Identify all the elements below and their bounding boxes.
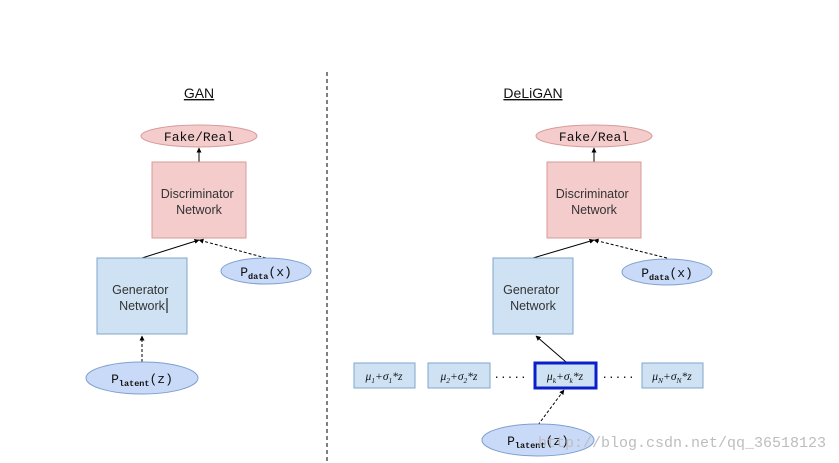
- gan-panel: GAN Fake/Real Discriminator Network Gene…: [85, 85, 312, 395]
- deligan-generator-label: Generator Network: [503, 283, 563, 313]
- deligan-p-latent-node: [481, 423, 595, 457]
- gan-generator-box: [96, 257, 188, 335]
- deligan-gen-to-disc-arrow: [532, 238, 595, 259]
- gan-p-latent-node: [85, 361, 199, 395]
- mixture-component-2-label: μ2+σ2*z: [440, 371, 478, 385]
- gan-title: GAN: [184, 85, 214, 101]
- mixture-component-k-label: μk+σk*z: [546, 371, 584, 385]
- gan-gen-to-disc-arrow: [141, 238, 200, 259]
- mixture-component-1: [353, 362, 416, 389]
- ellipsis-left: ·····: [494, 368, 527, 384]
- deligan-generator-box: [492, 257, 574, 335]
- gan-p-data-label: Pdata(x): [240, 265, 292, 282]
- mixture-component-N-label: μN+σN*z: [651, 371, 692, 385]
- mixture-component-1-label: μ1+σ1*z: [365, 371, 403, 385]
- gan-discriminator-label: Discriminator Network: [161, 187, 237, 217]
- deligan-component-to-gen-arrow: [535, 335, 567, 363]
- gan-generator-label: Generator Network: [112, 283, 172, 313]
- gan-discriminator-box: [151, 161, 247, 239]
- deligan-title: DeLiGAN: [503, 85, 562, 101]
- mixture-component-k-selected: [533, 361, 598, 390]
- mixture-component-N: [641, 362, 704, 389]
- gan-p-data-node: [220, 257, 312, 285]
- deligan-p-data-label: Pdata(x): [641, 266, 693, 283]
- deligan-p-data-node: [621, 258, 713, 286]
- gan-fake-real-label: Fake/Real: [164, 130, 234, 145]
- deligan-p-latent-label: Platent(z): [507, 434, 569, 451]
- watermark: http://blog.csdn.net/qq_36518123: [538, 435, 826, 452]
- gan-fake-real-node: [140, 124, 258, 148]
- gan-p-latent-label: Platent(z): [111, 372, 173, 389]
- deligan-data-to-disc-arrow: [593, 238, 668, 259]
- ellipsis-right: ·····: [602, 368, 635, 384]
- deligan-fake-real-node: [535, 124, 653, 148]
- deligan-panel: DeLiGAN Fake/Real Discriminator Network …: [353, 85, 713, 457]
- gan-data-to-disc-arrow: [198, 238, 267, 259]
- deligan-discriminator-label: Discriminator Network: [556, 187, 632, 217]
- deligan-discriminator-box: [546, 161, 642, 239]
- deligan-latent-to-component-arrow: [537, 389, 565, 426]
- deligan-fake-real-label: Fake/Real: [559, 130, 629, 145]
- mixture-component-2: [427, 362, 491, 389]
